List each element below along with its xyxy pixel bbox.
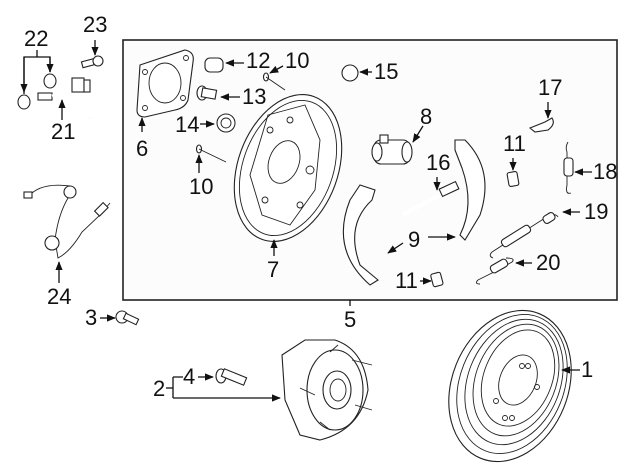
callout-11a: 11 [503,131,526,156]
clip-icon [506,171,520,187]
bolt-icon [115,310,140,326]
bolt-icon [196,85,218,101]
callout-3: 3 [85,305,98,330]
callout-18: 18 [593,159,618,184]
gasket-icon [136,49,194,118]
o-ring-icon [17,73,57,110]
callout-8: 8 [420,104,433,129]
pin-icon [195,144,227,163]
callout-15: 15 [374,59,399,84]
leader-22 [23,50,51,94]
callout-2: 2 [153,376,166,401]
callout-24: 24 [47,284,72,309]
callout-14: 14 [175,112,200,137]
adjuster-icon [401,180,460,217]
hub-assembly-icon [281,339,373,441]
callout-6: 6 [136,136,149,161]
callout-19: 19 [584,199,609,224]
callout-7: 7 [267,257,280,282]
assembly-group-box [122,39,618,301]
brake-shoe-icon [342,139,486,286]
bolt-icon [80,55,104,69]
callout-21: 21 [51,119,76,144]
callout-20: 20 [536,250,561,275]
callout-1: 1 [581,357,594,382]
wheel-cylinder-icon [371,134,413,165]
brake-drum-icon [448,309,572,463]
callout-23: 23 [83,12,108,37]
callout-11b: 11 [395,268,418,293]
callout-4: 4 [183,364,196,389]
callout-22: 22 [24,26,49,51]
callout-12: 12 [246,48,271,73]
callout-17: 17 [538,75,563,100]
callout-10b: 10 [189,174,214,199]
spring-icon [489,212,559,259]
spring-icon [563,141,574,194]
grommet-icon [216,113,236,133]
abs-sensor-icon [23,184,111,259]
callout-13: 13 [242,84,267,109]
cap-icon [341,64,359,82]
stud-icon [215,368,248,386]
plug-icon [204,57,224,73]
callout-16: 16 [426,150,451,175]
callout-9: 9 [408,227,421,252]
lever-icon [528,117,554,133]
clip-icon [430,271,444,288]
pin-icon [262,72,286,91]
backing-plate-icon [233,94,343,242]
callout-5: 5 [344,307,357,332]
spring-icon [475,257,514,285]
callout-10a: 10 [285,48,310,73]
